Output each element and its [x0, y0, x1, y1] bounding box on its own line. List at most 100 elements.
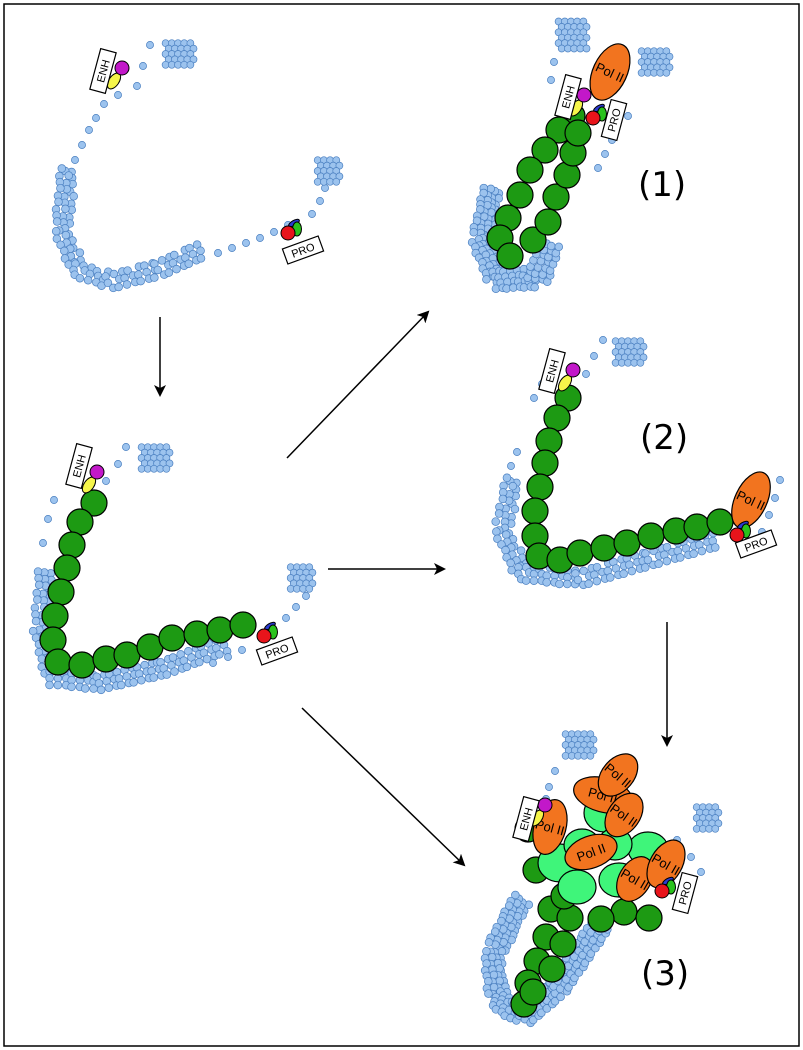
chromatin-bead: [643, 555, 653, 565]
chromatin-bead: [100, 100, 108, 108]
pol-ii-body: [564, 833, 618, 871]
chromatin-bead: [157, 256, 167, 265]
pol-ii-body: [616, 856, 654, 902]
chromatin-bead: [64, 171, 73, 180]
chromatin-bead: [489, 970, 499, 980]
nucleosome: [635, 904, 663, 932]
chromatin-bead: [104, 683, 114, 693]
chromatin-bead: [67, 682, 76, 692]
chromatin-bead: [209, 659, 217, 667]
nucleosome: [683, 513, 711, 541]
pol-ii-body: [597, 753, 639, 797]
chromatin-bead: [146, 41, 154, 49]
chromatin-bead: [52, 234, 62, 244]
chromatin-bead: [52, 217, 62, 226]
nucleosome: [549, 930, 577, 958]
chromatin-bead: [687, 853, 695, 861]
chromatin-bead: [627, 566, 637, 576]
chromatin-bead: [116, 680, 126, 690]
chromatin-bead: [242, 239, 250, 247]
chromatin-bead: [114, 91, 122, 99]
chromatin-bead: [96, 685, 106, 695]
chromatin-bead: [270, 228, 278, 236]
chromatin-fiber-layer: [28, 17, 784, 1028]
chromatin-bead: [711, 824, 720, 833]
nucleosome: [516, 156, 544, 184]
nucleosome: [564, 119, 592, 147]
chromatin-bead: [61, 230, 71, 240]
pol-ii-stage-3-e: Pol II: [616, 856, 654, 902]
nucleosome: [543, 404, 571, 432]
magenta-factor: [565, 362, 581, 378]
chromatin-bead: [71, 156, 79, 164]
chromatin-bead: [564, 983, 573, 992]
promoter-label-2: PRO: [734, 529, 778, 559]
nucleosome: [538, 955, 566, 983]
nucleosome: [587, 905, 615, 933]
chromatin-bead: [636, 358, 645, 367]
chromatin-bead: [184, 259, 194, 269]
stage-label-3: (3): [641, 954, 689, 994]
chromatin-bead: [162, 464, 171, 473]
chromatin-bead: [487, 952, 497, 962]
chromatin-bead: [513, 448, 521, 456]
chromatin-bead: [554, 242, 564, 252]
chromatin-bead: [182, 662, 192, 672]
chromatin-bead: [697, 868, 705, 876]
chromatin-bead: [484, 977, 493, 986]
chromatin-bead: [61, 204, 70, 214]
chromatin-bead: [302, 592, 310, 600]
chromatin-bead: [490, 927, 500, 936]
chromatin-bead: [39, 539, 47, 547]
chromatin-bead: [530, 394, 538, 402]
nucleosome: [68, 651, 96, 679]
chromatin-bead: [592, 562, 602, 572]
chromatin-bead: [510, 504, 520, 514]
chromatin-bead: [529, 576, 539, 585]
chromatin-bead: [75, 273, 85, 283]
stage-label-2: (2): [640, 418, 688, 458]
chromatin-bead: [153, 265, 163, 275]
chromatin-bead: [78, 141, 86, 149]
nucleosome: [610, 898, 638, 926]
chromatin-bead: [594, 164, 602, 172]
chromatin-bead: [202, 654, 212, 664]
chromatin-bead: [102, 477, 110, 485]
chromatin-bead: [122, 280, 132, 289]
svg-text:ENH: ENH: [518, 806, 536, 832]
chromatin-bead: [599, 336, 607, 344]
nucleosome: [526, 473, 554, 501]
chromatin-bead: [586, 949, 596, 958]
chromatin-bead: [697, 546, 707, 556]
enhancer-label-3: ENH: [512, 795, 540, 843]
arrow-to-stage-1: [286, 310, 430, 459]
pol-ii-stage-3-d: Pol II: [564, 833, 618, 871]
chromatin-bead: [530, 282, 539, 292]
nucleosome: [637, 522, 665, 550]
stage-label-1: (1): [638, 165, 686, 205]
chromatin-bead: [85, 126, 93, 134]
chromatin-bead: [482, 959, 491, 968]
nucleosome: [542, 183, 570, 211]
nucleosome: [66, 508, 94, 536]
chromatin-bead: [710, 543, 720, 552]
chromatin-bead: [186, 60, 195, 69]
chromatin-bead: [228, 244, 236, 252]
svg-text:ENH: ENH: [544, 358, 562, 384]
pol-ii-label: Pol II: [534, 816, 566, 838]
chromatin-bead: [579, 566, 588, 576]
chromatin-bead: [492, 527, 501, 536]
red-factor: [585, 110, 601, 126]
chromatin-bead: [129, 678, 138, 687]
chromatin-bead: [482, 275, 491, 284]
chromatin-bead: [170, 667, 179, 676]
promoter-label-1: PRO: [600, 98, 628, 142]
chromatin-bead: [542, 578, 551, 587]
chromatin-bead: [83, 275, 93, 285]
chromatin-bead: [60, 254, 70, 263]
pol-ii-stage-2: Pol II: [731, 471, 771, 529]
chromatin-bead: [501, 545, 510, 555]
nucleosome: [183, 620, 211, 648]
chromatin-bead: [56, 183, 65, 193]
